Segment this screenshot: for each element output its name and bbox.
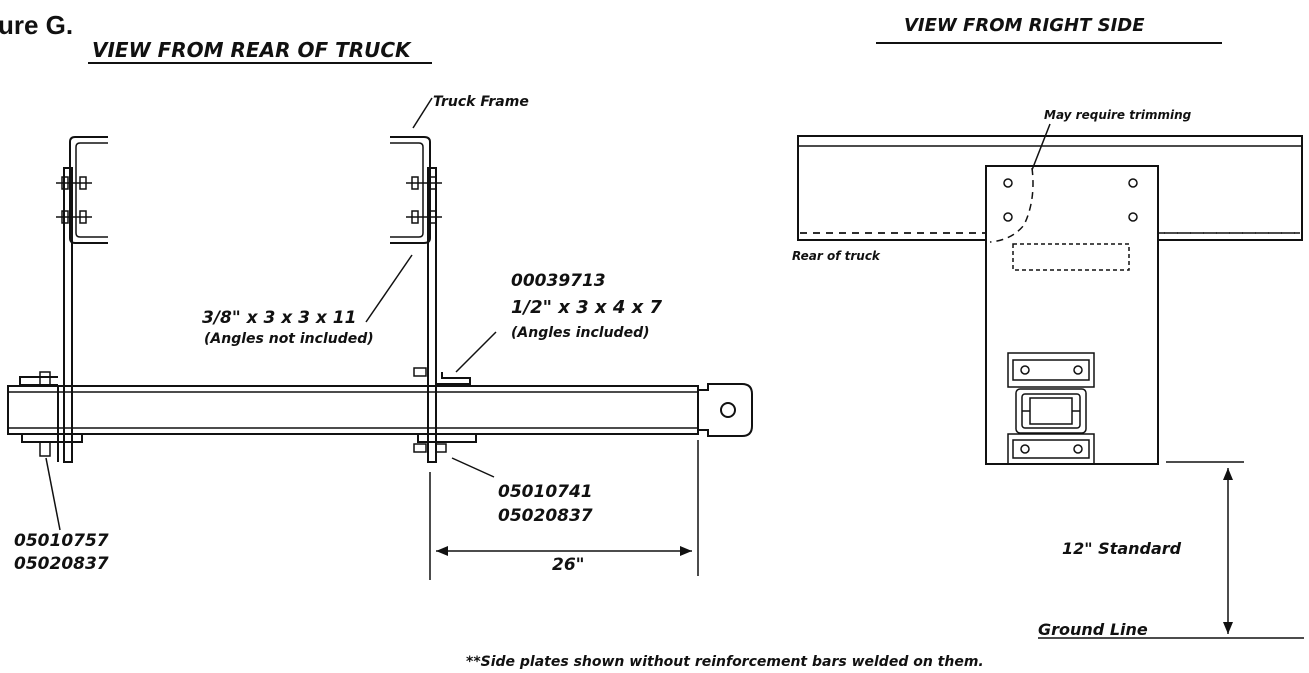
trim-leader	[1031, 123, 1051, 171]
hardware-left-2: 05020837	[14, 554, 109, 574]
figure-label: ure G.	[0, 10, 74, 40]
angle-right-size: 1/2" x 3 x 4 x 7	[511, 297, 663, 318]
right-truck-frame-channel	[390, 136, 431, 244]
angle-right-part: 00039713	[511, 271, 606, 291]
trim-curve	[989, 167, 1034, 243]
left-bottom-bolt	[39, 441, 51, 457]
right-side-plate	[427, 167, 437, 463]
standard-height-label: 12" Standard	[1062, 539, 1182, 558]
right-lower-plate	[417, 433, 477, 443]
truck-frame-label: Truck Frame	[433, 94, 529, 110]
dimension-label: 26"	[552, 555, 585, 575]
angle-left-leader	[365, 254, 413, 323]
plate-holes	[1003, 178, 1138, 222]
hitch-hole	[720, 402, 736, 418]
left-view-title: VIEW FROM REAR OF TRUCK	[92, 38, 411, 62]
right-mid-bolt	[413, 367, 427, 377]
angle-right-leader	[455, 331, 497, 373]
hardware-left-1: 05010757	[14, 531, 109, 551]
right-upper-bolts	[406, 176, 442, 224]
trim-note: May require trimming	[1044, 108, 1192, 122]
right-bottom-bolt	[413, 443, 427, 453]
hardware-right-leader	[451, 457, 495, 478]
ground-line-label: Ground Line	[1038, 620, 1148, 639]
left-upper-bolts	[56, 176, 92, 224]
left-side-plate	[63, 167, 73, 463]
left-lower-plate	[21, 433, 83, 443]
right-view-title: VIEW FROM RIGHT SIDE	[904, 15, 1145, 36]
angle-left-size: 3/8" x 3 x 3 x 11	[202, 308, 357, 328]
left-angle-bracket	[19, 376, 59, 462]
right-angle-bracket	[435, 372, 471, 385]
bracket-assembly	[1007, 352, 1095, 465]
main-tube	[7, 385, 699, 435]
hidden-rectangle	[1012, 243, 1130, 271]
angle-right-note: (Angles included)	[511, 325, 650, 341]
hardware-right-2: 05020837	[498, 506, 593, 526]
angle-left-note: (Angles not included)	[204, 331, 374, 347]
hardware-left-leader	[45, 457, 61, 531]
footnote: **Side plates shown without reinforcemen…	[466, 654, 984, 670]
hardware-right-1: 05010741	[498, 482, 593, 502]
truck-frame-leader	[412, 97, 433, 129]
left-top-bolt	[39, 371, 51, 387]
rear-of-truck-label: Rear of truck	[792, 249, 880, 263]
hitch-eye	[698, 383, 753, 437]
